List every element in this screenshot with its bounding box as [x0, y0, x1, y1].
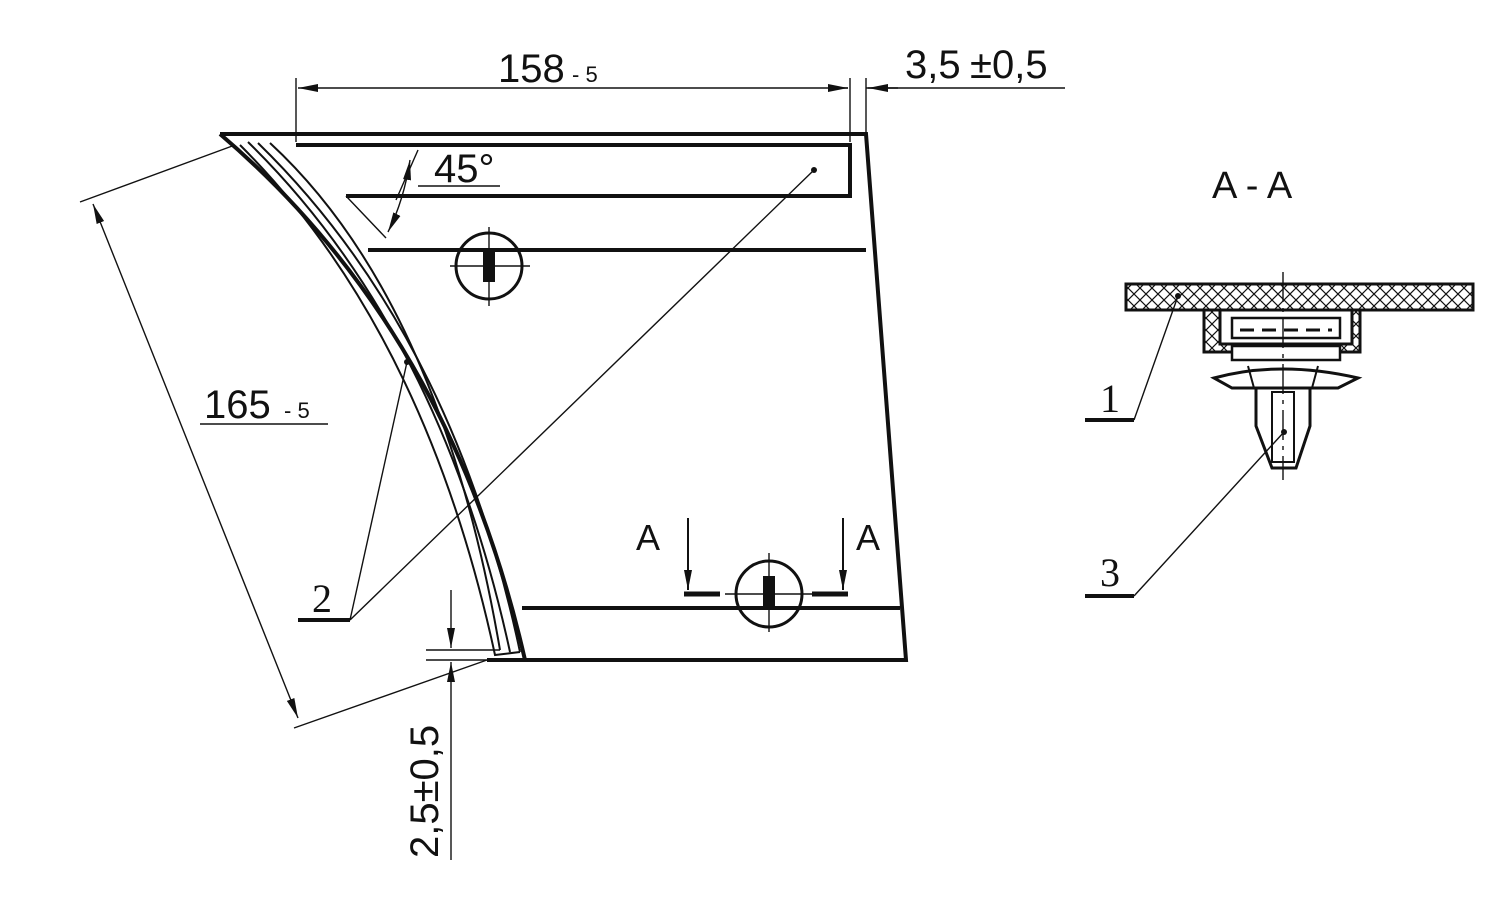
section-mark-right [812, 518, 848, 597]
dimension-height [79, 144, 488, 729]
leader-item-3 [1085, 429, 1287, 598]
section-view: A - A 1 3 [1085, 165, 1475, 598]
callout-1: 1 [1100, 376, 1120, 421]
section-mark-left [684, 518, 720, 597]
leader-item-1 [1085, 293, 1181, 422]
dimension-gap-bottom-value: 2,5±0,5 [403, 725, 447, 858]
moulding-strip [269, 142, 501, 651]
dimension-width-tolerance: - 5 [572, 62, 598, 87]
angle-value: 45° [434, 147, 495, 191]
clip-symbol-lower [725, 553, 815, 632]
main-view: A A 158 - 5 3,5 ±0,5 45° [79, 43, 1065, 860]
dimension-gap-right-value: 3,5 [905, 43, 961, 87]
callout-2: 2 [312, 576, 332, 621]
moulding-strip [247, 141, 511, 653]
section-label-left: A [636, 517, 660, 558]
dimension-gap-bottom [426, 590, 500, 860]
section-title: A - A [1212, 165, 1293, 207]
callout-3: 3 [1100, 550, 1120, 595]
upper-rail [296, 143, 852, 198]
dimension-height-value: 165 [204, 383, 271, 427]
dimension-width [295, 78, 1065, 142]
moulding-strip [239, 144, 521, 657]
clip-symbol-upper [450, 227, 530, 306]
dimension-height-tolerance: - 5 [284, 398, 310, 423]
angle-dimension [345, 149, 500, 239]
leader-item-2 [298, 167, 817, 622]
section-label-right: A [856, 517, 880, 558]
dimension-width-value: 158 [498, 47, 565, 91]
panel-outline [220, 132, 909, 662]
dimension-gap-right-tolerance: ±0,5 [970, 43, 1048, 87]
